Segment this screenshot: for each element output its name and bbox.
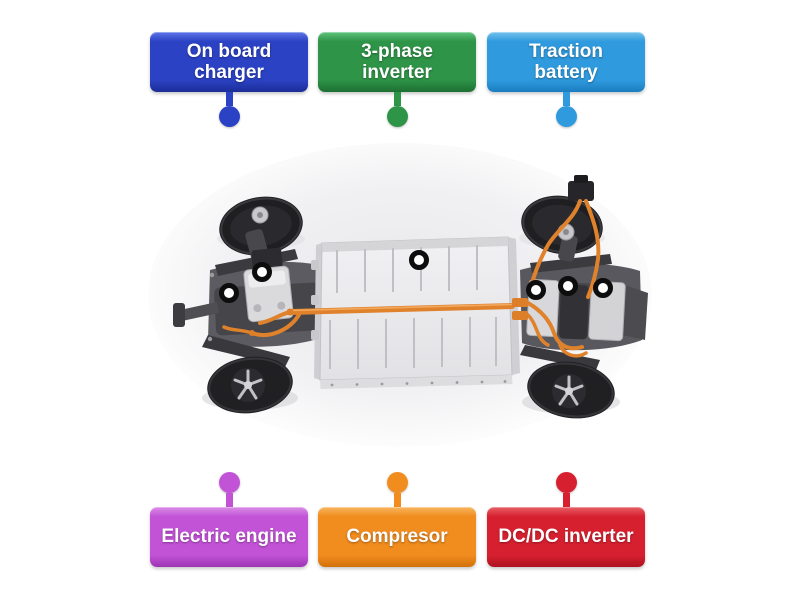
label-compresor: Compresor: [318, 472, 476, 567]
label-button[interactable]: 3-phase inverter: [318, 32, 476, 92]
connector-dot: [218, 106, 240, 127]
drop-zone-6[interactable]: [593, 278, 613, 298]
drop-zone-5[interactable]: [558, 276, 578, 296]
label-button[interactable]: Compresor: [318, 507, 476, 567]
drop-zone-4[interactable]: [526, 280, 546, 300]
drop-zone-1[interactable]: [252, 262, 272, 282]
chassis-image: [148, 143, 652, 447]
hv-cables: [222, 199, 601, 358]
label-electric-engine: Electric engine: [150, 472, 308, 567]
label-button[interactable]: On board charger: [150, 32, 308, 92]
connector-stem: [562, 493, 570, 507]
label-dcdc-inverter: DC/DC inverter: [487, 472, 645, 567]
connector-stem: [225, 493, 233, 507]
connector-dot: [555, 106, 577, 127]
drop-zone-2[interactable]: [219, 283, 239, 303]
connector-dot: [555, 472, 577, 493]
drop-zone-3[interactable]: [409, 250, 429, 270]
connector-dot: [386, 106, 408, 127]
label-button[interactable]: Traction battery: [487, 32, 645, 92]
label-button[interactable]: Electric engine: [150, 507, 308, 567]
connector-stem: [562, 92, 570, 106]
label-on-board-charger: On board charger: [150, 32, 308, 127]
connector-dot: [218, 472, 240, 493]
connector-dot: [386, 472, 408, 493]
connector-stem: [393, 493, 401, 507]
connector-stem: [225, 92, 233, 106]
label-3-phase-inverter: 3-phase inverter: [318, 32, 476, 127]
label-traction-battery: Traction battery: [487, 32, 645, 127]
label-button[interactable]: DC/DC inverter: [487, 507, 645, 567]
connector-stem: [393, 92, 401, 106]
